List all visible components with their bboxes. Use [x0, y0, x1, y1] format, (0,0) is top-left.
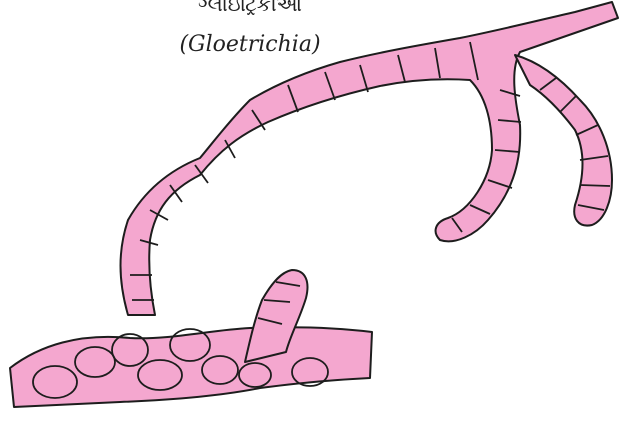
right-branch	[515, 55, 612, 226]
cell-wall	[580, 185, 610, 186]
upper-filament	[121, 2, 619, 315]
